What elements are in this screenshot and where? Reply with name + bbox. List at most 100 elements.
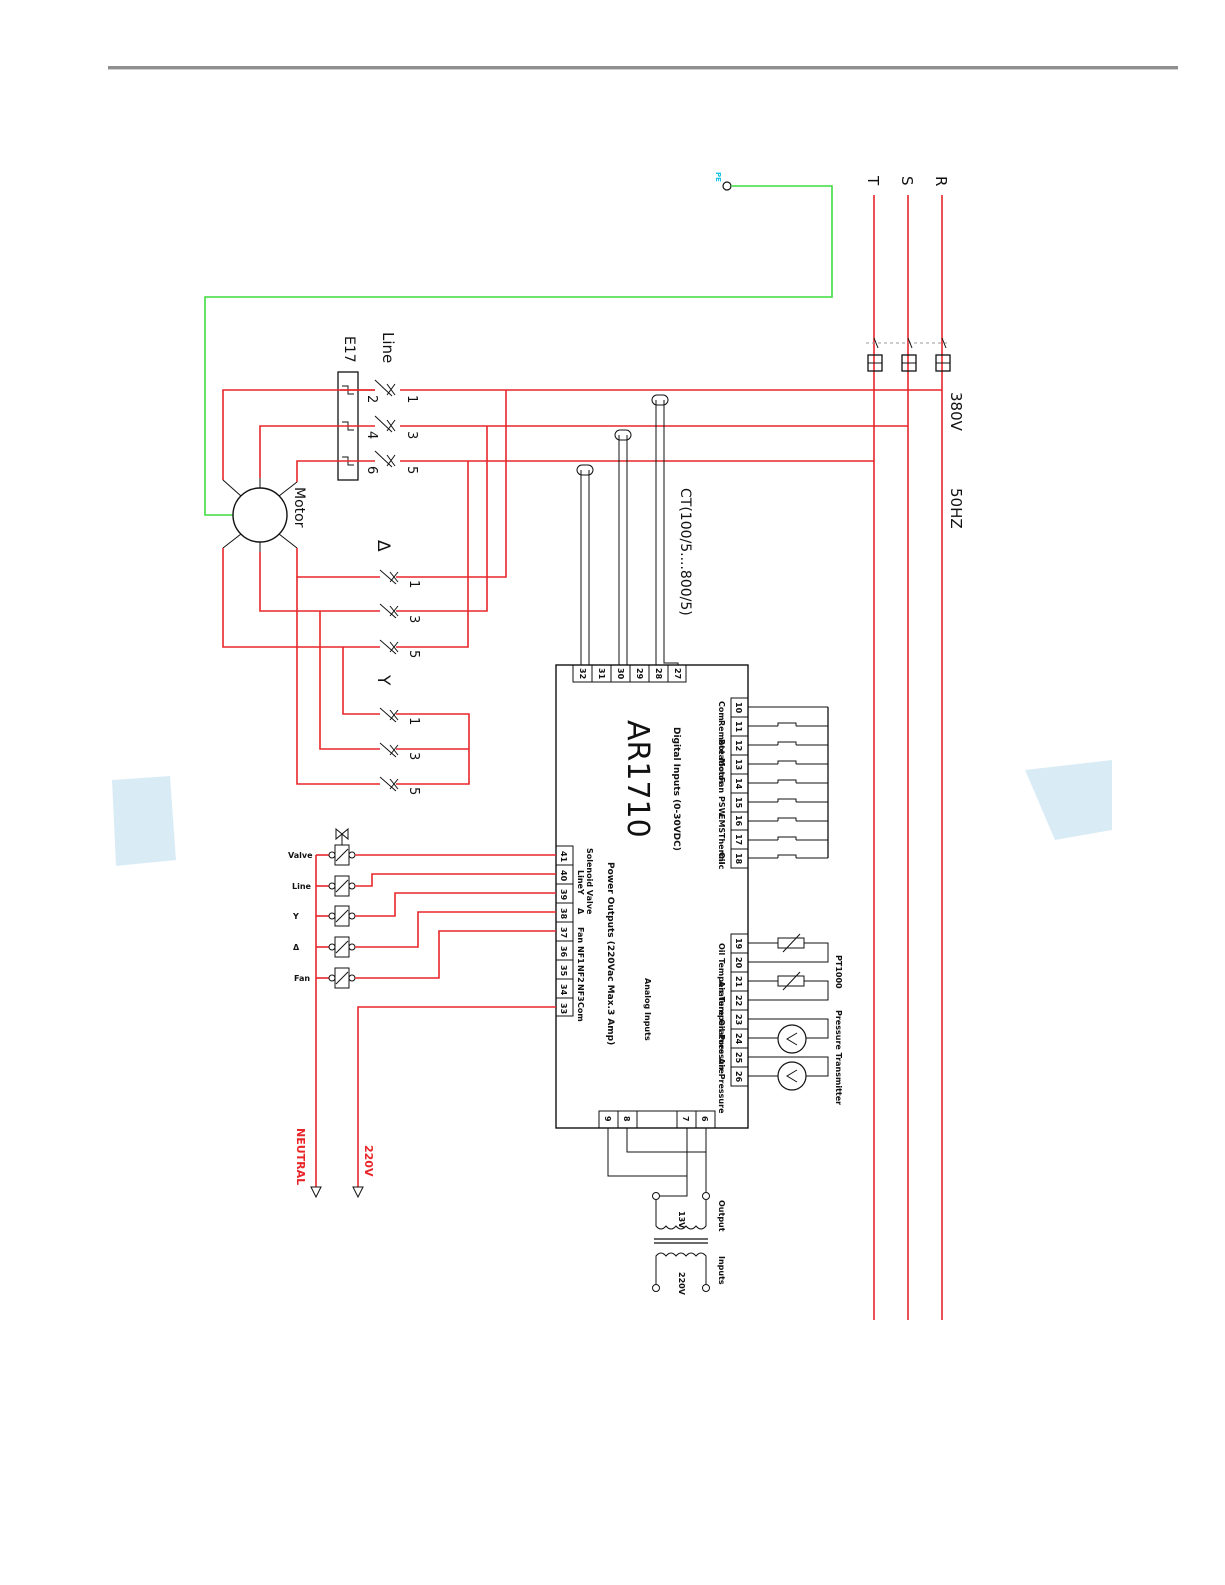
svg-text:3: 3 (404, 431, 419, 439)
svg-text:Thermic: Thermic (717, 833, 726, 870)
output-label: Output (717, 1200, 726, 1232)
analog-inputs: Oil Temperature Air Temperature Oil Pres… (717, 943, 726, 1114)
svg-text:1: 1 (406, 717, 421, 725)
pe-terminal (722, 181, 732, 191)
digital-input-row: 16 EMS (717, 814, 743, 833)
supply-voltage: 380V (947, 392, 965, 432)
svg-text:12: 12 (734, 740, 743, 751)
transmitter-label: Pressure Transmitter (834, 1010, 843, 1105)
motor-label: Motor (291, 487, 307, 528)
svg-text:37: 37 (559, 927, 568, 938)
svg-text:EMS: EMS (717, 814, 726, 833)
coils: Valve Line Y Δ (288, 827, 556, 989)
pressure-transmitters: Pressure Transmitter (748, 1010, 843, 1105)
svg-text:30: 30 (616, 668, 625, 680)
digital-input-switches (748, 706, 829, 859)
supply-frequency: 50HZ (947, 488, 965, 529)
svg-text:40: 40 (559, 870, 568, 882)
analog-input-label: Air Temperature (717, 981, 726, 1055)
delta-feed (396, 390, 507, 648)
svg-text:5: 5 (406, 650, 421, 658)
svg-text:33: 33 (559, 1003, 568, 1014)
live-rail: 220V (352, 1006, 556, 1199)
analog-input-strip: 19 20 21 22 23 24 25 26 (730, 933, 749, 1087)
svg-text:Com: Com (576, 1002, 585, 1022)
header-rule (108, 66, 1178, 69)
coil (316, 827, 556, 866)
svg-text:3: 3 (406, 752, 421, 760)
svg-text:Rotation: Rotation (717, 739, 726, 778)
svg-text:Com: Com (717, 701, 726, 721)
digital-input-strip (730, 697, 749, 869)
pt1000-label: PT1000 (834, 955, 843, 989)
svg-text:14: 14 (734, 778, 743, 790)
main-feed (400, 389, 942, 462)
supply-breaker (866, 337, 951, 372)
coil (316, 930, 556, 989)
star-label: Y (373, 674, 393, 686)
coil-label: Valve (288, 851, 313, 860)
svg-text:19: 19 (734, 938, 743, 950)
svg-text:5: 5 (404, 466, 419, 474)
svg-text:27: 27 (673, 668, 682, 679)
coil (316, 873, 556, 897)
star-wires (296, 577, 470, 785)
svg-text:22: 22 (734, 995, 743, 1006)
coil (316, 892, 556, 927)
motor-feed (222, 389, 375, 482)
svg-text:Fan: Fan (717, 777, 726, 793)
svg-text:5: 5 (406, 787, 421, 795)
ct-label: CT(100/5....800/5) (677, 488, 693, 616)
svg-text:2: 2 (364, 395, 379, 403)
analog-input-label: Oil Pressure (717, 1019, 726, 1074)
secondary-voltage: 13V (677, 1211, 686, 1229)
svg-text:15: 15 (734, 797, 743, 809)
pt1000-sensors: PT1000 (748, 933, 843, 1001)
digital-input-row: 12 Rotation (717, 739, 743, 778)
svg-text:1: 1 (406, 580, 421, 588)
live-label: 220V (362, 1145, 375, 1177)
overload-label: E17 (341, 336, 357, 363)
line-contactor: Line 1 3 5 (374, 332, 419, 474)
svg-text:28: 28 (654, 668, 663, 680)
coil-label: Δ (293, 943, 300, 952)
svg-text:9: 9 (603, 1116, 612, 1122)
svg-text:Motor: Motor (717, 758, 726, 785)
analog-input-label: Air Pressure (717, 1058, 726, 1114)
svg-text:Y: Y (576, 888, 585, 895)
svg-text:4: 4 (364, 431, 379, 439)
line-contactor-label: Line (379, 332, 397, 363)
svg-text:32: 32 (578, 668, 587, 679)
motor-lower-wires (222, 548, 380, 648)
svg-text:Solenoid Valve: Solenoid Valve (585, 848, 594, 915)
delta-label: Δ (373, 540, 393, 552)
controller-box (555, 664, 749, 1129)
watermark (112, 760, 1112, 866)
svg-text:1: 1 (404, 395, 419, 403)
phase-label-t: T (864, 175, 882, 186)
power-outputs-title: Power Outputs (220Vac Max.3 Amp) (605, 862, 615, 1045)
transformer: 13V 220V Output Inputs (607, 1128, 726, 1296)
svg-text:16: 16 (734, 815, 743, 827)
coil (316, 911, 556, 958)
motor: Motor (222, 478, 307, 552)
svg-text:20: 20 (734, 957, 743, 969)
svg-text:35: 35 (559, 965, 568, 977)
coil-label: Fan (294, 974, 310, 983)
svg-text:25: 25 (734, 1052, 743, 1064)
